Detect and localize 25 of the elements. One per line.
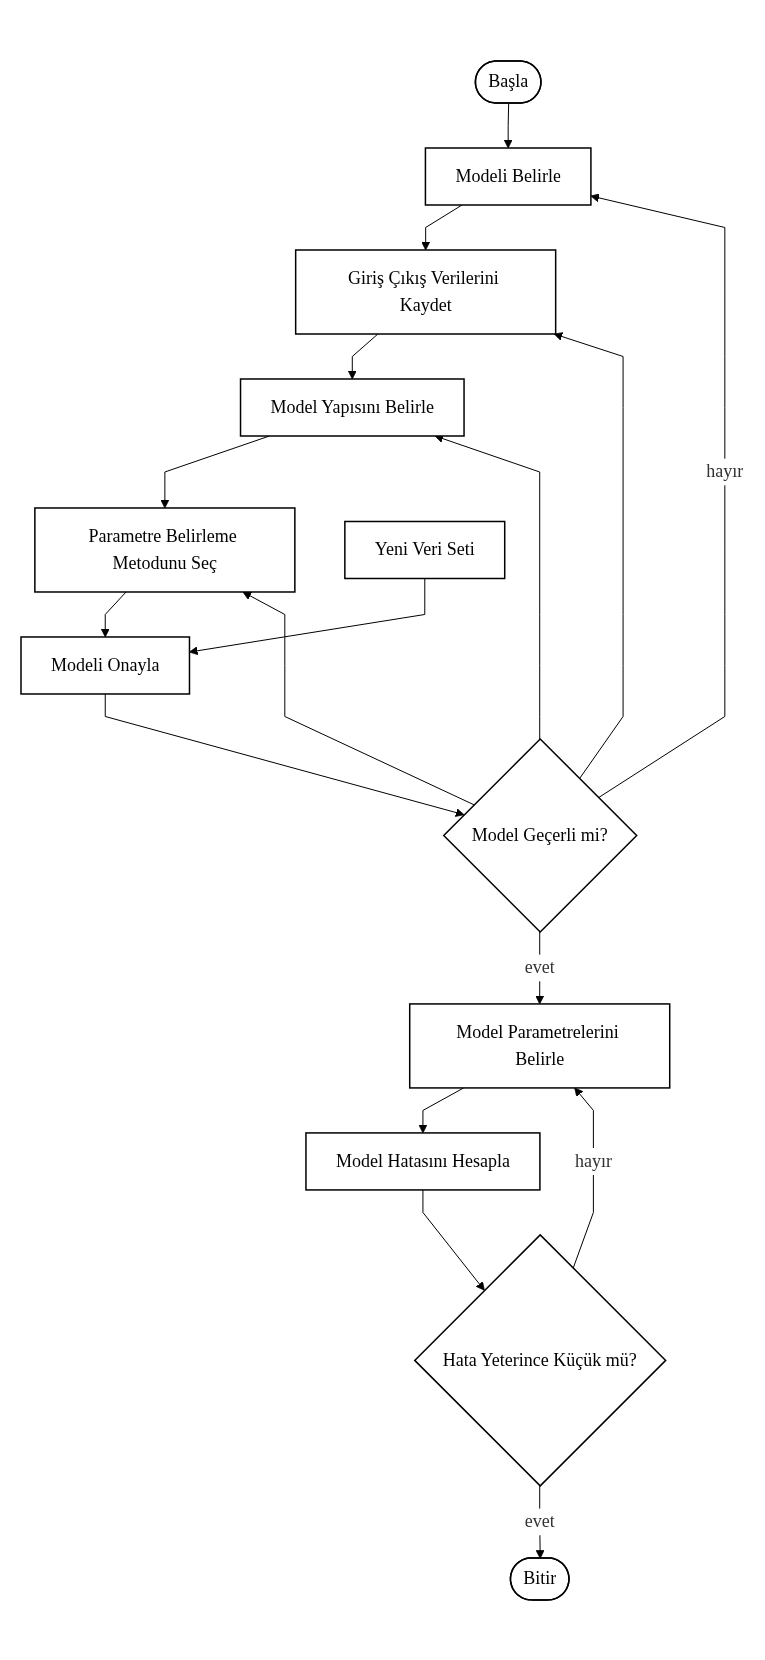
edge-label: evet — [525, 957, 556, 977]
edge-label: hayır — [575, 1150, 613, 1171]
arrow — [242, 591, 475, 805]
arrow — [504, 102, 513, 148]
arrow — [101, 591, 127, 637]
node-box: Modeli Belirle — [425, 146, 592, 206]
node-box: Yeni Veri Seti — [344, 520, 506, 579]
arrow — [422, 1189, 486, 1291]
node-box: Giriş Çıkış Verilerini Kaydet — [295, 248, 557, 335]
edge-label: evet — [525, 1510, 556, 1531]
node-box: Model Parametrelerini Belirle — [409, 1002, 671, 1089]
arrow — [421, 204, 463, 250]
edge-label: hayır — [706, 461, 744, 482]
node-box: Model Yapısını Belirle — [240, 377, 466, 437]
node-box: Parametre Belirleme Metodunu Seç — [34, 506, 296, 593]
arrow — [435, 434, 541, 740]
node-diamond: Hata Yeterince Küçük mü? — [414, 1233, 668, 1487]
arrow — [418, 1087, 465, 1133]
node-diamond: Model Geçerli mi? — [443, 737, 639, 933]
arrow — [554, 331, 624, 779]
node-box: Modeli Onayla — [20, 635, 191, 695]
arrow — [105, 693, 465, 817]
node-box: Model Hatasını Hesapla — [305, 1131, 541, 1191]
arrow — [189, 577, 426, 655]
arrow — [348, 333, 379, 379]
